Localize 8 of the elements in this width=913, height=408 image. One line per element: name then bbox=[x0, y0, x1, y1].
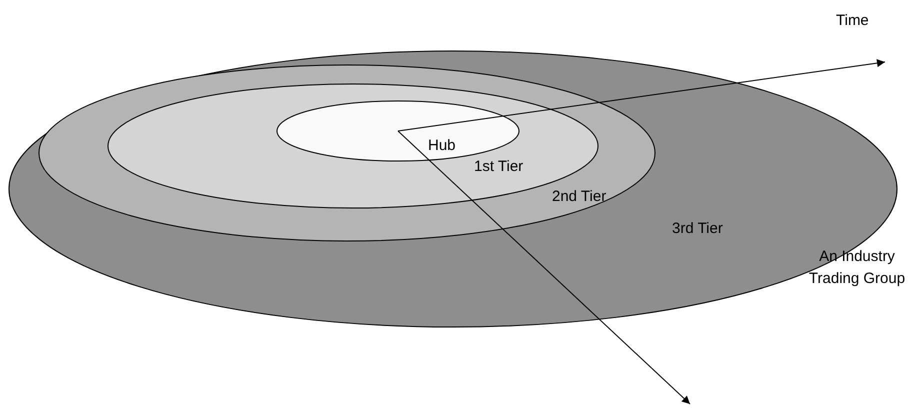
tier-label: 1st Tier bbox=[474, 158, 524, 175]
tier-label: 2nd Tier bbox=[552, 188, 606, 205]
hub-label: Hub bbox=[428, 137, 456, 154]
arrow bbox=[398, 130, 690, 404]
caption-text: An Industry Trading Group bbox=[808, 247, 906, 289]
tier-label: 3rd Tier bbox=[672, 220, 723, 237]
edge-label: Time bbox=[836, 12, 869, 29]
arrow bbox=[398, 59, 886, 132]
